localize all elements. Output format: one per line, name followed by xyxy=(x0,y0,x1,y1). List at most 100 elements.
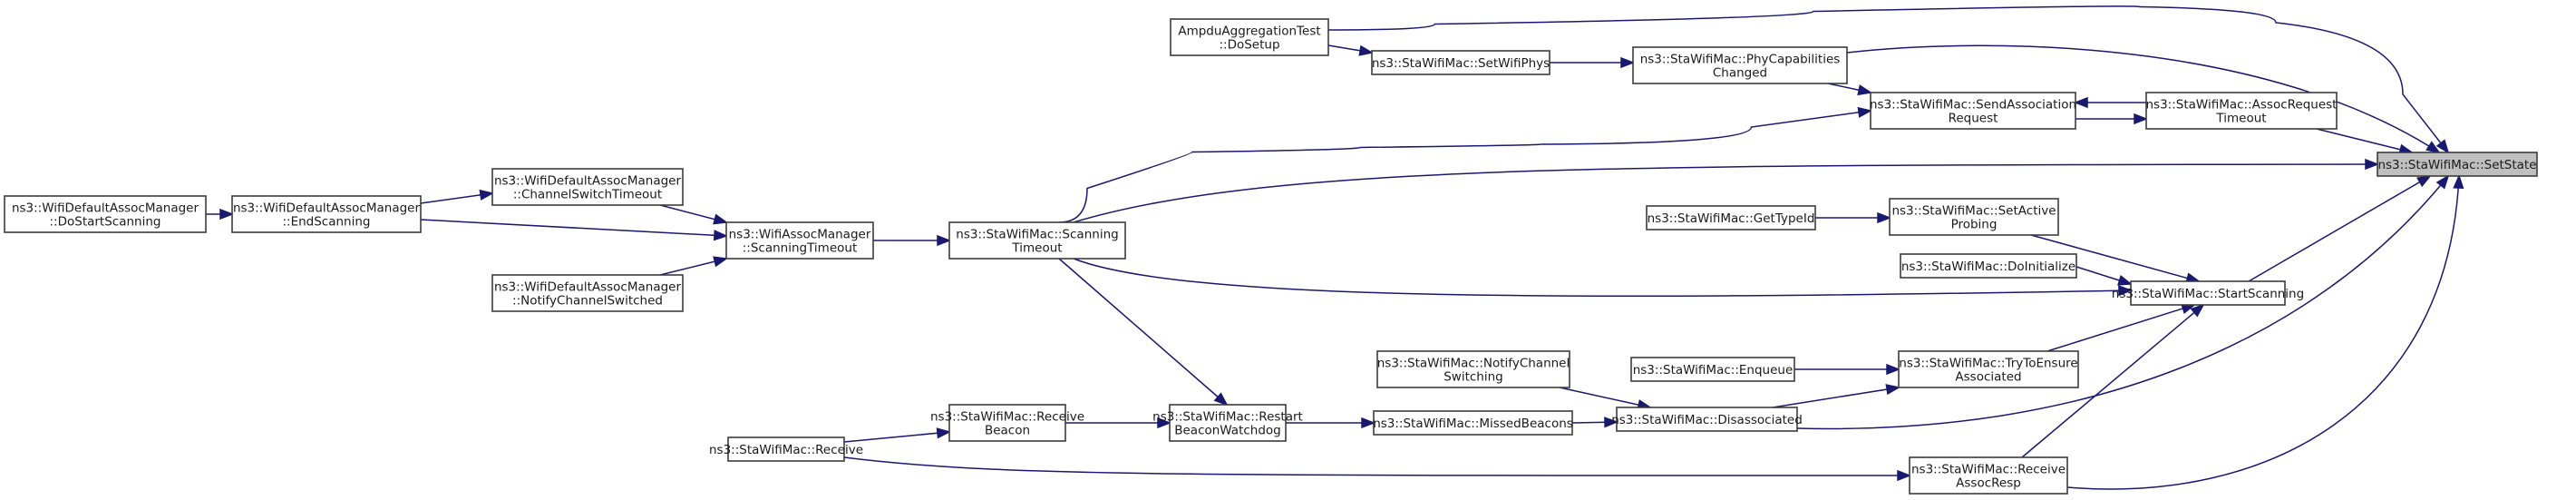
arrowhead-icon xyxy=(2435,174,2450,190)
node-label: BeaconWatchdog xyxy=(1174,424,1281,438)
node-missedbeacons[interactable]: ns3::StaWifiMac::MissedBeacons xyxy=(1373,410,1573,436)
node-assocscanningtimeout[interactable]: ns3::WifiAssocManager::ScanningTimeout xyxy=(725,221,874,260)
node-box[interactable] xyxy=(1376,350,1570,388)
edge-ampdudosetup-to-setstate xyxy=(1327,5,2450,154)
edge-notifychannelswitched-to-assocscanningtimeout xyxy=(659,256,729,276)
edge-line xyxy=(2248,175,2431,282)
node-box[interactable] xyxy=(948,221,1126,260)
node-box[interactable] xyxy=(1616,407,1798,432)
edges-layer xyxy=(206,5,2464,490)
arrowhead-icon xyxy=(713,230,729,241)
node-box[interactable] xyxy=(1373,410,1573,436)
node-box[interactable] xyxy=(1169,404,1287,442)
edge-stascanningtimeout-to-setstate xyxy=(1073,158,2380,223)
node-label: Changed xyxy=(1713,66,1767,81)
node-box[interactable] xyxy=(1170,18,1329,56)
node-receive[interactable]: ns3::StaWifiMac::Receive xyxy=(709,436,863,462)
nodes-layer: ns3::WifiDefaultAssocManager::DoStartSca… xyxy=(4,18,2538,495)
edge-line xyxy=(1058,258,1228,406)
node-box[interactable] xyxy=(2377,152,2538,177)
arrowhead-icon xyxy=(479,189,495,201)
node-label: ns3::StaWifiMac::Scanning xyxy=(956,228,1118,242)
node-label: ns3::WifiDefaultAssocManager xyxy=(494,174,682,189)
node-box[interactable] xyxy=(1898,350,2079,388)
arrowhead-icon xyxy=(936,427,952,439)
node-setstate[interactable]: ns3::StaWifiMac::SetState xyxy=(2377,152,2538,177)
node-box[interactable] xyxy=(1870,92,2076,130)
node-label: ::DoStartScanning xyxy=(50,215,161,230)
node-box[interactable] xyxy=(1889,198,2059,236)
node-box[interactable] xyxy=(1909,456,2068,495)
edge-gettypeid-to-setactiveprobing xyxy=(1815,211,1892,224)
node-label: ns3::StaWifiMac::SendAssociation xyxy=(1870,98,2076,113)
edge-trytoensureassociated-to-startscanning xyxy=(2046,303,2196,352)
node-dostartscanning[interactable]: ns3::WifiDefaultAssocManager::DoStartSca… xyxy=(4,195,207,233)
node-gettypeid[interactable]: ns3::StaWifiMac::GetTypeId xyxy=(1646,205,1816,230)
node-label: ns3::StaWifiMac::NotifyChannel xyxy=(1377,357,1570,371)
node-label: ns3::StaWifiMac::SetState xyxy=(2377,158,2536,172)
node-label: ns3::StaWifiMac::DoInitialize xyxy=(1901,260,2075,274)
node-label: ns3::StaWifiMac::AssocRequest xyxy=(2146,98,2338,113)
node-box[interactable] xyxy=(2130,280,2286,306)
node-box[interactable] xyxy=(491,274,684,312)
node-box[interactable] xyxy=(1371,50,1550,75)
node-box[interactable] xyxy=(1630,357,1795,382)
node-box[interactable] xyxy=(491,168,684,206)
node-setwifiphys[interactable]: ns3::StaWifiMac::SetWifiPhys xyxy=(1371,50,1550,75)
node-ampdudosetup[interactable]: AmpduAggregationTest::DoSetup xyxy=(1170,18,1329,56)
node-label: ns3::WifiDefaultAssocManager xyxy=(494,280,682,295)
node-box[interactable] xyxy=(1632,46,1848,84)
edge-line xyxy=(2046,304,2195,352)
node-label: ns3::StaWifiMac::Enqueue xyxy=(1633,363,1793,377)
node-stascanningtimeout[interactable]: ns3::StaWifiMac::ScanningTimeout xyxy=(948,221,1126,260)
node-box[interactable] xyxy=(4,195,207,233)
arrowhead-icon xyxy=(219,208,235,221)
node-label: Associated xyxy=(1955,370,2021,385)
arrowhead-icon xyxy=(937,234,952,247)
node-box[interactable] xyxy=(727,436,845,462)
arrowhead-icon xyxy=(2134,113,2149,125)
edge-assocrequesttimeout-to-sendassociationrequest xyxy=(2073,96,2146,109)
edge-line xyxy=(1846,44,2440,153)
node-box[interactable] xyxy=(948,404,1066,442)
arrowhead-icon xyxy=(2435,139,2450,154)
node-enqueue[interactable]: ns3::StaWifiMac::Enqueue xyxy=(1630,357,1795,382)
node-doinitialize[interactable]: ns3::StaWifiMac::DoInitialize xyxy=(1900,253,2077,279)
node-startscanning[interactable]: ns3::StaWifiMac::StartScanning xyxy=(2112,280,2304,306)
node-channelswitchtimeout[interactable]: ns3::WifiDefaultAssocManager::ChannelSwi… xyxy=(491,168,684,206)
node-label: ns3::StaWifiMac::PhyCapabilities xyxy=(1640,53,1841,67)
edge-doinitialize-to-startscanning xyxy=(2075,266,2133,286)
node-endscanning[interactable]: ns3::WifiDefaultAssocManager::EndScannin… xyxy=(231,195,422,233)
arrowhead-icon xyxy=(713,256,729,268)
arrowhead-icon xyxy=(1857,84,1873,96)
node-disassociated[interactable]: ns3::StaWifiMac::Disassociated xyxy=(1611,407,1803,432)
edge-restartbeaconwatchdog-to-missedbeacons xyxy=(1286,417,1376,429)
node-box[interactable] xyxy=(725,221,874,260)
arrowhead-icon xyxy=(1886,363,1901,376)
node-box[interactable] xyxy=(2145,92,2338,130)
edge-line xyxy=(1327,5,2449,153)
edge-line xyxy=(843,431,950,443)
edge-disassociated-to-trytoensureassociated xyxy=(1772,384,1901,408)
node-label: ns3::WifiDefaultAssocManager xyxy=(12,201,199,216)
node-notifychannelswitched[interactable]: ns3::WifiDefaultAssocManager::NotifyChan… xyxy=(491,274,684,312)
node-box[interactable] xyxy=(1900,253,2077,279)
edge-phycapabilitieschanged-to-sendassociationrequest xyxy=(1827,83,1873,96)
node-label: ns3::WifiAssocManager xyxy=(729,228,871,242)
edge-line xyxy=(1559,387,1651,408)
node-box[interactable] xyxy=(231,195,422,233)
node-label: ::ScanningTimeout xyxy=(743,241,858,256)
node-box[interactable] xyxy=(1646,205,1816,230)
arrowhead-icon xyxy=(1361,417,1376,429)
node-label: Timeout xyxy=(1011,241,1062,256)
